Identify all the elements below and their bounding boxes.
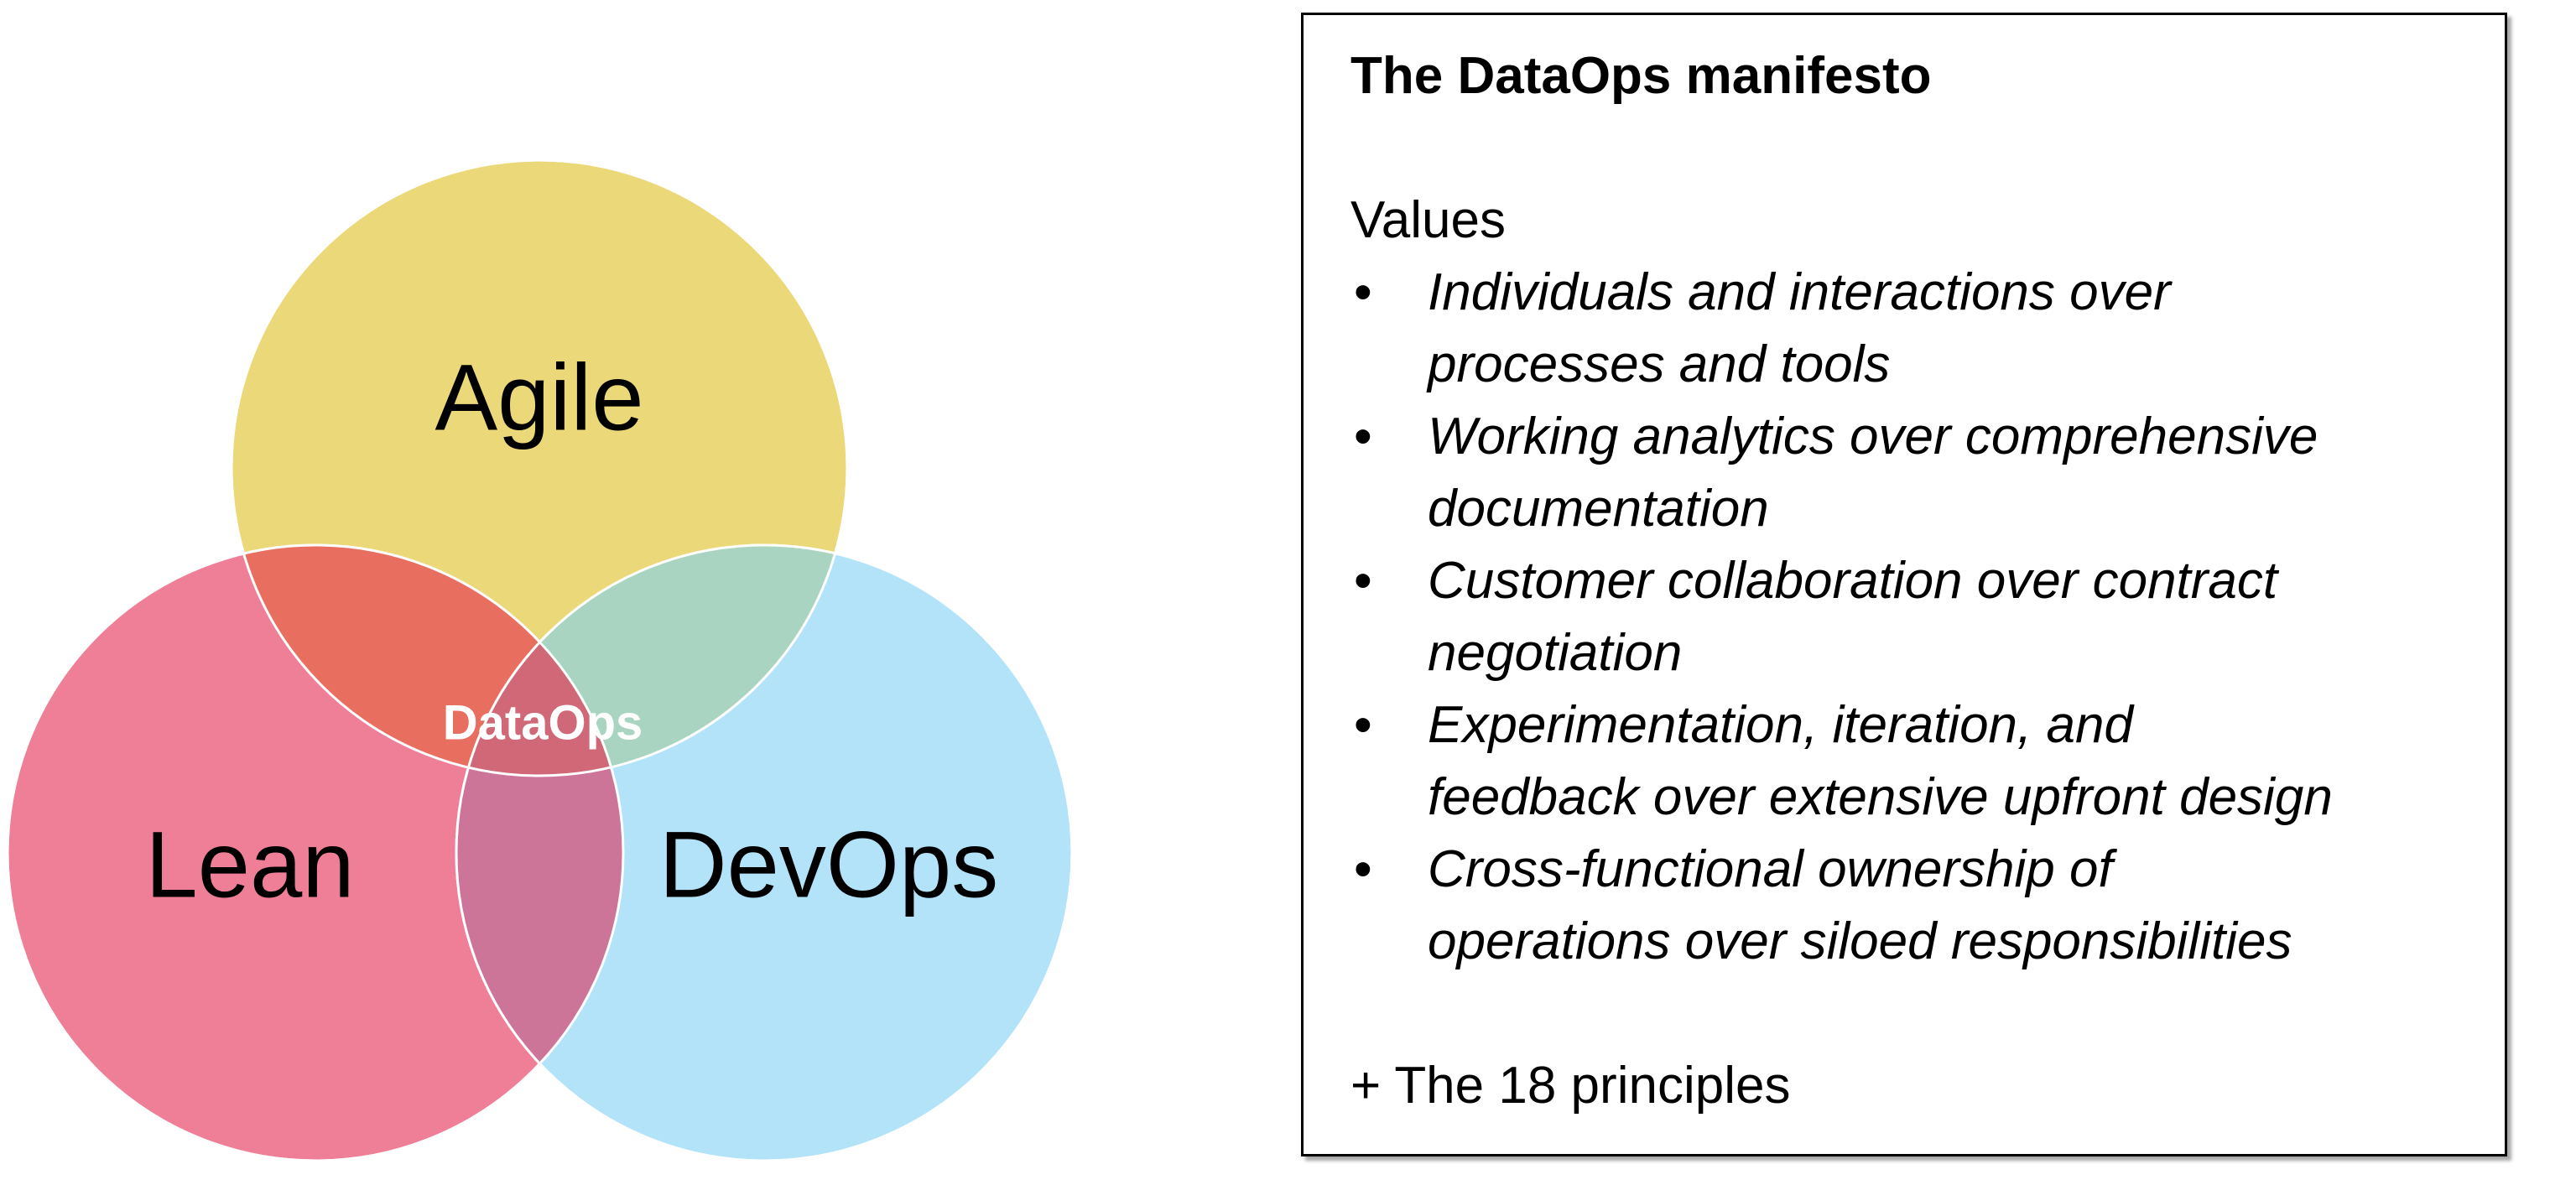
manifesto-box: The DataOps manifesto Values • Individua… xyxy=(1301,13,2507,1156)
devops-label: DevOps xyxy=(659,813,999,917)
bullet-icon: • xyxy=(1354,696,1372,754)
bullet-icon: • xyxy=(1354,552,1372,610)
value-item: • Individuals and interactions over proc… xyxy=(1350,257,2463,401)
agile-outline xyxy=(230,159,849,777)
lean-outline xyxy=(6,543,625,1162)
value-item: • Working analytics over comprehensive d… xyxy=(1350,401,2463,545)
value-line-1: Cross-functional ownership of xyxy=(1428,840,2113,898)
dataops-center-label: DataOps xyxy=(443,695,643,750)
value-line-2: documentation xyxy=(1428,480,1769,538)
value-item: • Experimentation, iteration, and feedba… xyxy=(1350,689,2463,834)
value-line-2: feedback over extensive upfront design xyxy=(1428,768,2333,826)
value-line-1: Working analytics over comprehensive xyxy=(1428,408,2318,465)
agile-devops-overlap xyxy=(456,545,847,776)
value-item: • Customer collaboration over contract n… xyxy=(1350,545,2463,689)
lean-label: Lean xyxy=(145,813,354,917)
value-item: • Cross-functional ownership of operatio… xyxy=(1350,834,2463,978)
agile-label: Agile xyxy=(435,346,643,450)
value-line-1: Experimentation, iteration, and xyxy=(1428,696,2133,754)
agile-lean-overlap xyxy=(232,545,623,776)
bullet-icon: • xyxy=(1354,840,1372,898)
principles-line: + The 18 principles xyxy=(1350,1057,1791,1115)
bullet-icon: • xyxy=(1354,408,1372,465)
values-list: • Individuals and interactions over proc… xyxy=(1350,257,2463,978)
value-line-1: Individuals and interactions over xyxy=(1428,263,2171,321)
venn-diagram: Agile Lean DevOps DataOps xyxy=(6,159,1074,1162)
value-line-2: operations over siloed responsibilities xyxy=(1428,912,2292,970)
value-line-2: processes and tools xyxy=(1428,335,1891,393)
devops-outline xyxy=(455,543,1074,1162)
bullet-icon: • xyxy=(1354,263,1372,321)
value-line-1: Customer collaboration over contract xyxy=(1428,552,2278,610)
value-line-2: negotiation xyxy=(1428,624,1683,682)
values-heading: Values xyxy=(1350,191,1506,249)
manifesto-title: The DataOps manifesto xyxy=(1350,47,1932,105)
